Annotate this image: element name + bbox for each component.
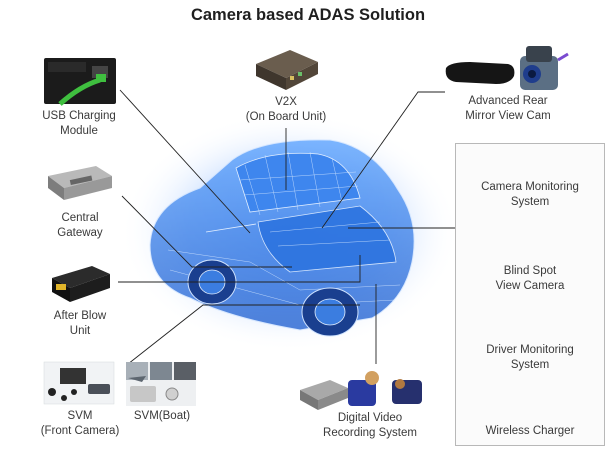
rear-mirror-camera-icon (445, 46, 569, 90)
label-v2x: V2X(On Board Unit) (245, 96, 327, 123)
usb-module-icon (44, 58, 116, 106)
label-wireless-charger: Wireless Charger (485, 425, 575, 437)
svm-boat-icon (126, 362, 196, 406)
after-blow-unit-icon (52, 266, 110, 302)
line-svm (127, 304, 360, 365)
interior-camera-panel (455, 143, 605, 446)
gateway-box-icon (48, 166, 112, 200)
obu-box-icon (256, 50, 318, 90)
page-title: Camera based ADAS Solution (190, 6, 426, 24)
connector-lines (118, 89, 456, 365)
line-usb (119, 89, 251, 234)
line-gateway (121, 195, 292, 268)
line-afterblow (118, 255, 361, 283)
line-mirror (321, 91, 445, 229)
label-svm-boat: SVM(Boat) (133, 410, 191, 422)
label-svm-front: SVM(Front Camera) (40, 410, 120, 437)
dashcam-set-icon (300, 371, 422, 410)
svm-front-camera-icon (43, 361, 115, 405)
